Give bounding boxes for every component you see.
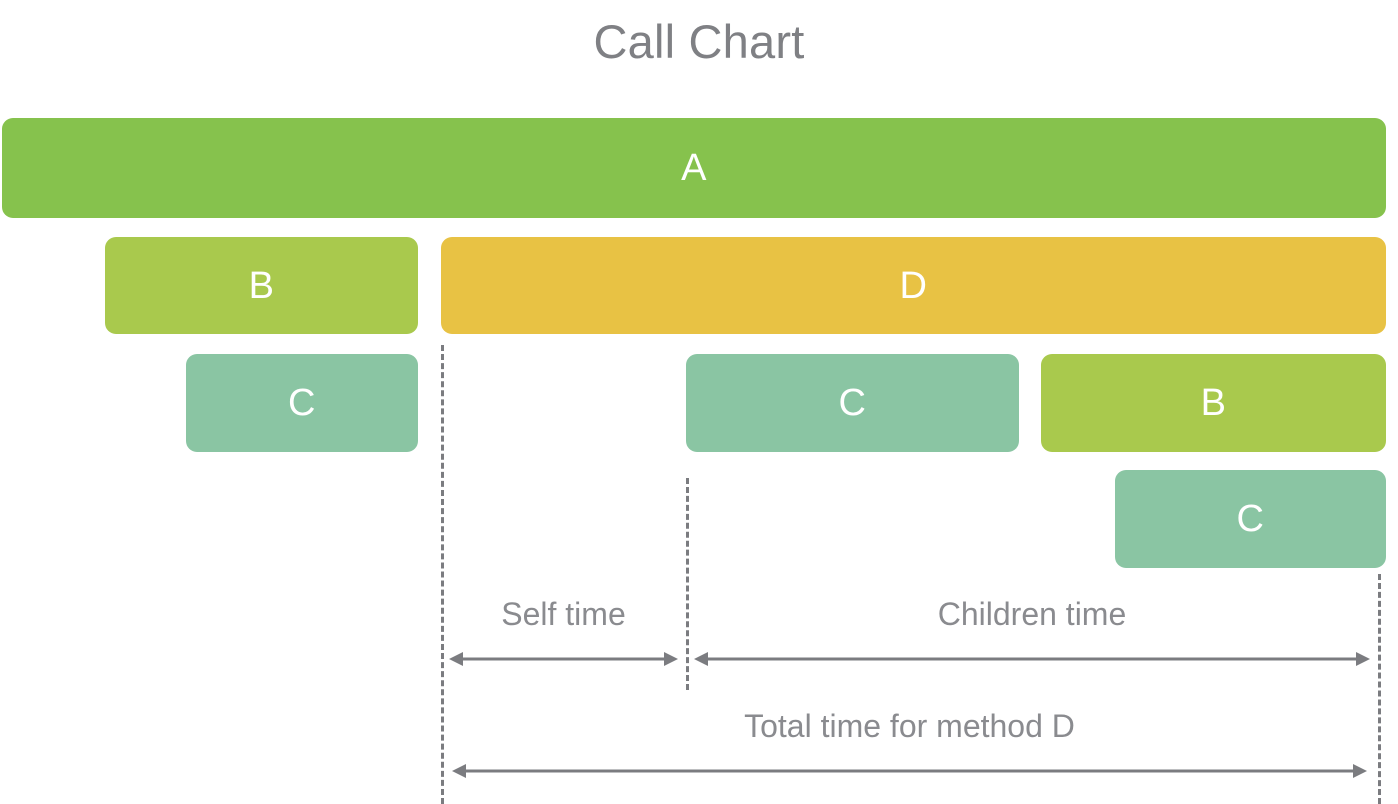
call-bar-a[interactable]: A: [2, 118, 1386, 218]
children-time-label: Children time: [937, 596, 1127, 632]
guide-line-d-start: [441, 345, 444, 804]
total-time-label: Total time for method D: [744, 708, 1075, 744]
total-time-arrow: [452, 760, 1367, 782]
call-bar-c-1[interactable]: C: [186, 354, 418, 452]
call-bar-c-3[interactable]: C: [1115, 470, 1386, 568]
call-bar-label: A: [681, 147, 707, 189]
call-bar-d[interactable]: D: [441, 237, 1386, 334]
call-bar-b-2[interactable]: B: [1041, 354, 1386, 452]
call-bar-b-1[interactable]: B: [105, 237, 418, 334]
call-bar-c-2[interactable]: C: [686, 354, 1019, 452]
call-bar-label: D: [899, 264, 928, 307]
call-bar-label: C: [1236, 498, 1265, 540]
children-time-arrow: [694, 648, 1370, 670]
guide-line-d-end: [1378, 574, 1381, 804]
call-bar-label: C: [288, 382, 316, 424]
self-time-label: Self time: [501, 596, 626, 632]
call-bar-label: C: [838, 382, 867, 424]
call-bar-label: B: [1200, 382, 1227, 424]
self-time-arrow: [449, 648, 678, 670]
call-bar-label: B: [248, 264, 275, 307]
page-title: Call Chart: [593, 15, 805, 68]
guide-line-self-end: [686, 478, 689, 690]
